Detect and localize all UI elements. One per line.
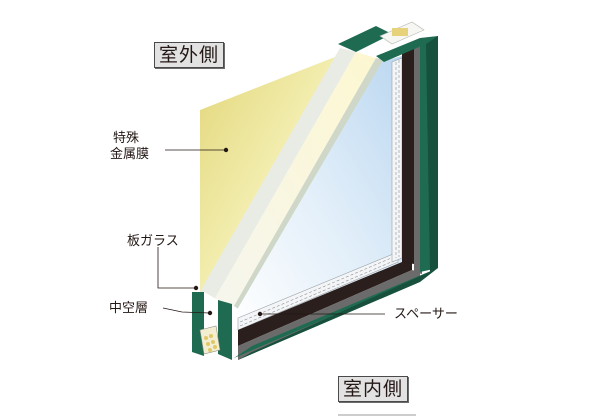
inside-label: 室内側 [338, 376, 409, 402]
dot-metal-film [223, 147, 229, 153]
spacer-strip [237, 57, 403, 331]
label-special-film-line2: 金属膜 [110, 147, 150, 162]
dot-spacer [257, 311, 263, 317]
label-spacer: スペーサー [394, 307, 458, 322]
outside-label: 室外側 [154, 42, 225, 68]
callout-line-hollow [162, 307, 211, 314]
label-hollow-layer: 中空層 [109, 301, 149, 316]
outer-glass-pane [198, 48, 384, 310]
callout-line-glass [157, 247, 195, 289]
callout-lines [157, 149, 385, 315]
label-glass-pane: 板ガラス [127, 234, 179, 249]
dot-glass [193, 285, 199, 291]
dot-hollow [207, 310, 213, 316]
callout-dots [193, 147, 263, 317]
label-special-film-line1: 特殊 [113, 131, 140, 146]
